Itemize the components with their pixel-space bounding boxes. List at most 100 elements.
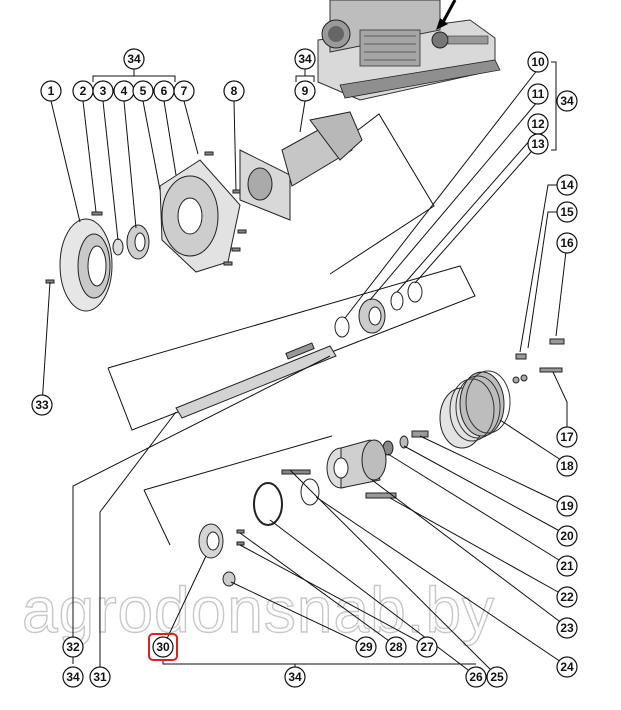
callout-circle — [527, 133, 549, 155]
callout-4: 4 — [113, 80, 135, 102]
callout-label: 9 — [302, 84, 309, 98]
callout-18: 18 — [556, 455, 578, 477]
callout-label: 4 — [121, 84, 128, 98]
callout-circle — [416, 636, 438, 658]
callout-8: 8 — [223, 80, 245, 102]
callout-circle — [385, 636, 407, 658]
callout-circle — [355, 636, 377, 658]
callout-label: 12 — [531, 117, 545, 131]
callout-2: 2 — [72, 80, 94, 102]
callout-label: 28 — [389, 640, 403, 654]
callout-label: 27 — [420, 640, 434, 654]
callout-circle — [556, 617, 578, 639]
callout-label: 33 — [35, 398, 49, 412]
watermark: agrodonsnab.by — [22, 574, 495, 646]
callout-30: 30 — [148, 633, 178, 661]
part-shaft — [175, 342, 337, 419]
callout-19: 19 — [556, 495, 578, 517]
callout-5: 5 — [132, 80, 154, 102]
callout-34: 34 — [62, 666, 84, 688]
callout-circle — [556, 174, 578, 196]
callout-circle — [123, 48, 145, 70]
callout-label: 25 — [490, 670, 504, 684]
callout-label: 11 — [532, 87, 545, 101]
callout-label: 15 — [560, 205, 574, 219]
callout-label: 32 — [66, 640, 80, 654]
callout-10: 10 — [527, 51, 549, 73]
callout-label: 19 — [560, 499, 574, 513]
callout-label: 2 — [80, 84, 87, 98]
callout-7: 7 — [173, 80, 195, 102]
leader-lines — [41, 61, 568, 677]
callout-circle — [62, 666, 84, 688]
callout-label: 10 — [531, 55, 545, 69]
callout-circle — [556, 201, 578, 223]
callout-label: 21 — [560, 559, 574, 573]
callout-circle — [556, 426, 578, 448]
callout-circle — [89, 666, 111, 688]
callout-circle — [284, 666, 306, 688]
callout-17: 17 — [556, 426, 578, 448]
callout-circle — [556, 656, 578, 678]
callout-32: 32 — [62, 636, 84, 658]
callout-14: 14 — [556, 174, 578, 196]
callout-label: 8 — [231, 84, 238, 98]
callout-circle — [132, 80, 154, 102]
callout-label: 1 — [48, 84, 55, 98]
callout-circle — [556, 586, 578, 608]
callout-3: 3 — [92, 80, 114, 102]
callout-label: 24 — [560, 660, 574, 674]
callout-label: 20 — [560, 529, 574, 543]
callout-label: 23 — [560, 621, 574, 635]
callout-21: 21 — [556, 555, 578, 577]
callout-24: 24 — [556, 656, 578, 678]
callout-34: 34 — [294, 48, 316, 70]
callout-circle — [294, 48, 316, 70]
callout-6: 6 — [153, 80, 175, 102]
part-gear-drive — [239, 111, 363, 221]
callout-29: 29 — [355, 636, 377, 658]
parts — [45, 111, 565, 587]
callout-circle — [556, 495, 578, 517]
part-clamp — [253, 469, 311, 526]
callout-label: 16 — [560, 236, 574, 250]
callout-16: 16 — [556, 232, 578, 254]
callout-circle — [556, 555, 578, 577]
callout-13: 13 — [527, 133, 549, 155]
callout-label: 17 — [560, 430, 574, 444]
part-hub — [326, 439, 387, 489]
callout-circle — [556, 90, 578, 112]
callout-34: 34 — [556, 90, 578, 112]
callout-circle — [173, 80, 195, 102]
callout-label: 30 — [156, 640, 170, 654]
callout-label: 34 — [66, 670, 80, 684]
callout-label: 18 — [560, 459, 574, 473]
callout-circle — [62, 636, 84, 658]
callout-circle — [527, 51, 549, 73]
callout-1: 1 — [40, 80, 62, 102]
callout-34: 34 — [284, 666, 306, 688]
callout-15: 15 — [556, 201, 578, 223]
callout-label: 7 — [181, 84, 188, 98]
callout-circle — [223, 80, 245, 102]
callout-label: 34 — [127, 52, 141, 66]
callout-circle — [465, 666, 487, 688]
callout-circle — [40, 80, 62, 102]
callout-label: 34 — [298, 52, 312, 66]
callout-20: 20 — [556, 525, 578, 547]
callout-11: 11 — [527, 83, 549, 105]
callout-circle — [527, 83, 549, 105]
callout-12: 12 — [527, 113, 549, 135]
callout-label: 34 — [560, 94, 574, 108]
highlight-box — [148, 633, 178, 661]
callout-circle — [486, 666, 508, 688]
callout-25: 25 — [486, 666, 508, 688]
callout-label: 14 — [560, 178, 574, 192]
part-small-flange — [198, 523, 224, 559]
callout-label: 3 — [100, 84, 107, 98]
callout-circle — [556, 232, 578, 254]
part-pulley — [439, 370, 511, 449]
